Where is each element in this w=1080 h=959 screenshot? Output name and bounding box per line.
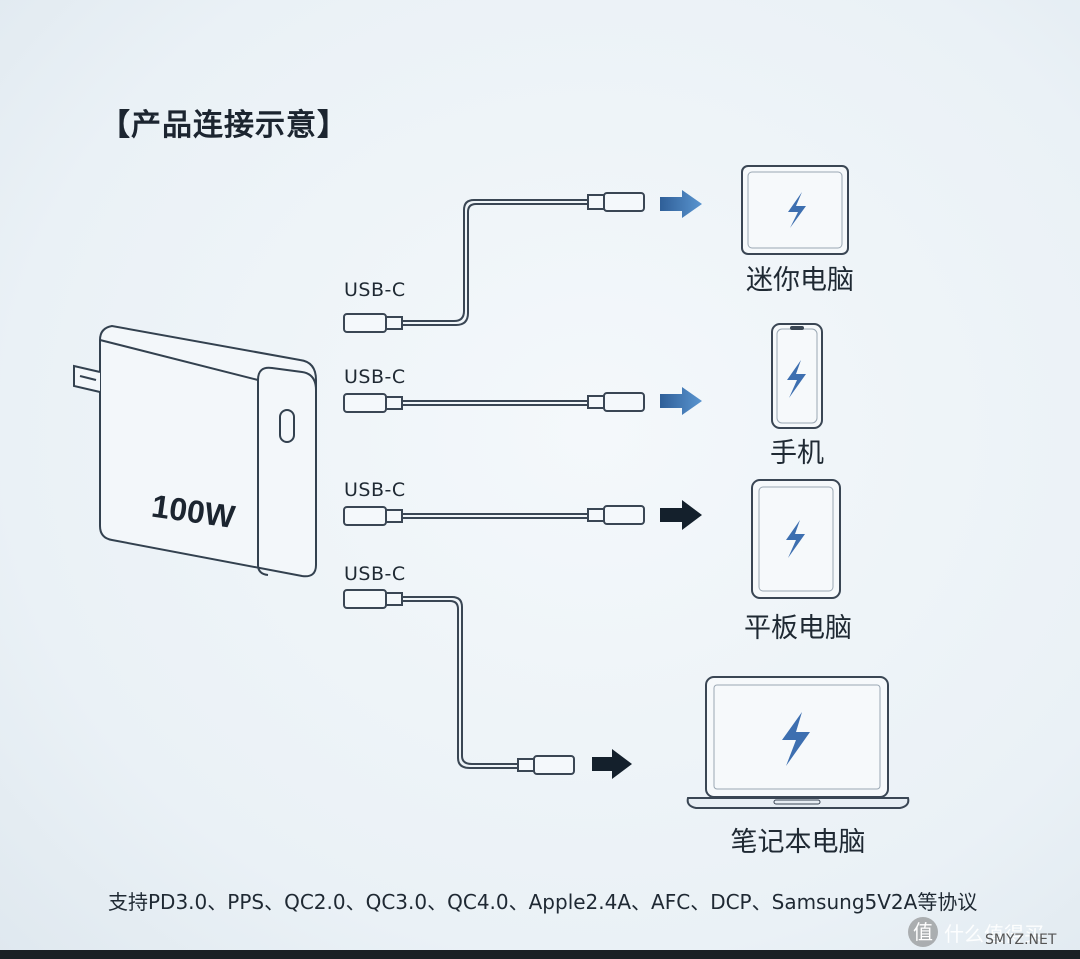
- bolt-icon: [786, 520, 805, 558]
- watermark: 值 什么值得买: [908, 915, 1073, 949]
- arrow-phone: [660, 387, 702, 415]
- watermark-logo-icon: 值: [908, 917, 938, 947]
- port-label-2: USB-C: [344, 366, 406, 388]
- device-label-laptop: 笔记本电脑: [730, 827, 866, 858]
- mini-pc-device: [741, 165, 849, 255]
- watermark-site: SMYZ.NET: [985, 932, 1057, 948]
- port-label-3: USB-C: [344, 479, 406, 501]
- tablet-device: [751, 479, 841, 599]
- bottom-edge: [0, 950, 1080, 959]
- arrow-laptop: [592, 749, 632, 779]
- cable-tablet: [343, 505, 645, 526]
- port-label-4: USB-C: [344, 563, 406, 585]
- charger-port: [279, 409, 295, 443]
- arrow-tablet: [660, 500, 702, 530]
- cable-mini-pc: [343, 192, 645, 333]
- port-label-1: USB-C: [344, 279, 406, 301]
- charger: [73, 324, 317, 578]
- laptop-device: [686, 676, 910, 809]
- bolt-icon: [787, 360, 806, 398]
- device-label-tablet: 平板电脑: [744, 613, 852, 644]
- bolt-icon: [782, 712, 810, 766]
- bolt-icon: [788, 192, 806, 228]
- device-label-phone: 手机: [770, 438, 824, 469]
- cable-phone: [343, 392, 645, 413]
- watermark-text: 什么值得买: [944, 921, 1044, 946]
- arrow-mini-pc: [660, 190, 702, 218]
- page-title: 【产品连接示意】: [100, 108, 348, 143]
- device-label-mini-pc: 迷你电脑: [746, 265, 854, 296]
- phone-device: [771, 323, 823, 429]
- cable-laptop: [343, 589, 575, 775]
- protocol-footnote: 支持PD3.0、PPS、QC2.0、QC3.0、QC4.0、Apple2.4A、…: [108, 890, 978, 914]
